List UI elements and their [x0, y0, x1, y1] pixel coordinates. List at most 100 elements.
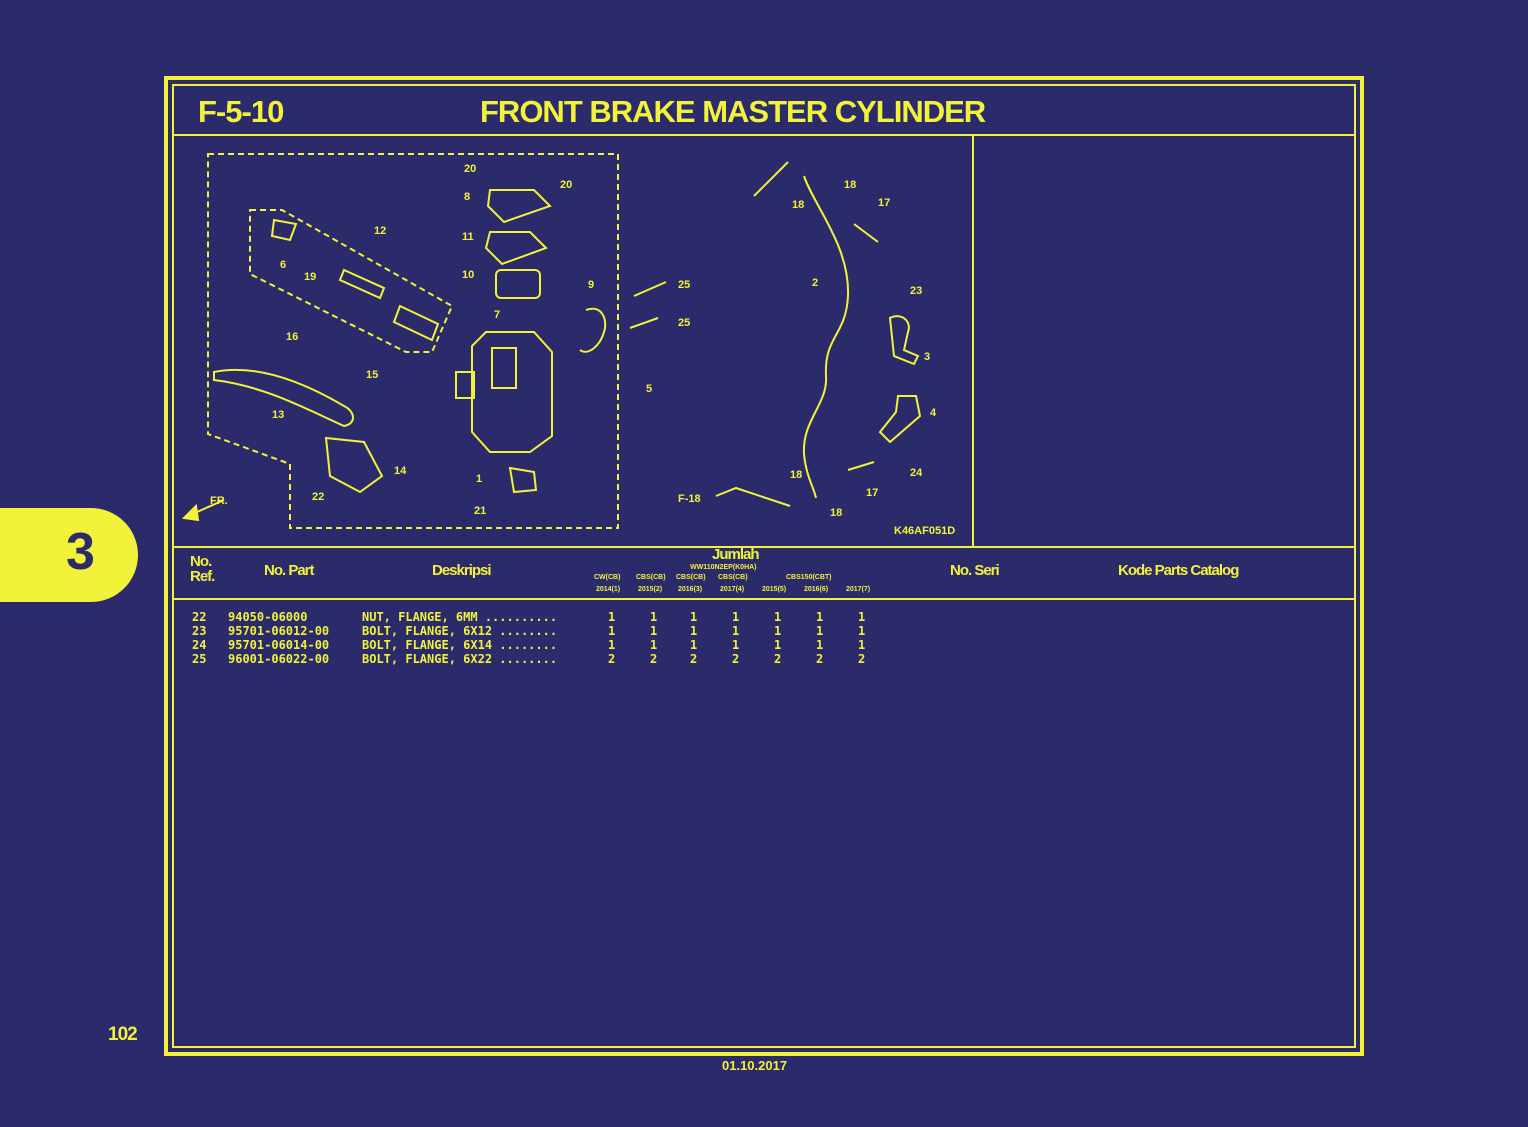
publication-date: 01.10.2017: [722, 1058, 788, 1073]
row-part: 95701-06012-00: [228, 624, 330, 638]
row-qty: 1: [690, 610, 698, 624]
row-qty: 1: [690, 624, 698, 638]
brake-hose: [802, 175, 850, 499]
section-code: F-5-10: [198, 94, 284, 129]
callout-25b: 25: [678, 317, 690, 329]
row-part: 96001-06022-00: [228, 652, 330, 666]
row-qty: 1: [858, 638, 866, 652]
table-row: 22 94050-06000 NUT, FLANGE, 6MM ........…: [174, 610, 1354, 624]
col-desc: Deskripsi: [432, 562, 492, 579]
title-row: F-5-10 FRONT BRAKE MASTER CYLINDER: [174, 86, 1354, 136]
qty-sub-1: CBS(CB): [636, 574, 666, 581]
reservoir-cap: [486, 189, 552, 224]
table-header: No. Ref. No. Part Deskripsi Jumlah WW110…: [174, 546, 1354, 600]
callout-11: 11: [462, 231, 474, 243]
lever-parts-box: [249, 209, 454, 353]
table-row: 24 95701-06014-00 BOLT, FLANGE, 6X14 ...…: [174, 638, 1354, 652]
row-desc: BOLT, FLANGE, 6X22 ........: [362, 652, 558, 666]
row-qty: 1: [816, 638, 824, 652]
mount-ear: [455, 371, 475, 399]
callout-18a: 18: [844, 179, 856, 191]
qty-year-4: 2015(5): [762, 586, 787, 593]
table-row: 23 95701-06012-00 BOLT, FLANGE, 6X12 ...…: [174, 624, 1354, 638]
row-qty: 2: [774, 652, 782, 666]
callout-21: 21: [474, 505, 486, 517]
callout-16: 16: [286, 331, 298, 343]
row-qty: 1: [690, 638, 698, 652]
callout-18c: 18: [790, 469, 802, 481]
row-ref: 23: [192, 624, 207, 638]
col-kode: Kode Parts Catalog: [1118, 562, 1239, 579]
row-qty: 1: [650, 610, 658, 624]
row-desc: NUT, FLANGE, 6MM ..........: [362, 610, 558, 624]
row-qty: 1: [774, 624, 782, 638]
piston: [338, 268, 386, 300]
callout-22: 22: [312, 491, 324, 503]
exploded-diagram: 20 8 20 11 10 7 12 6 19 9 25 25 16 15 5 …: [174, 136, 974, 546]
bolt-25a: [633, 281, 667, 297]
callout-10: 10: [462, 269, 474, 281]
row-qty: 1: [650, 624, 658, 638]
row-qty: 2: [690, 652, 698, 666]
callout-4: 4: [930, 407, 937, 419]
switch: [508, 466, 538, 494]
row-qty: 1: [732, 638, 740, 652]
row-qty: 1: [608, 638, 616, 652]
callout-17a: 17: [878, 197, 890, 209]
catalog-frame-inner: F-5-10 FRONT BRAKE MASTER CYLINDER: [172, 84, 1356, 1048]
row-qty: 1: [858, 624, 866, 638]
callout-18d: 18: [830, 507, 842, 519]
row-qty: 1: [608, 624, 616, 638]
row-qty: 2: [858, 652, 866, 666]
row-qty: 1: [650, 638, 658, 652]
hose-leader-bottom: [715, 486, 791, 507]
qty-sub-3: CBS(CB): [718, 574, 748, 581]
row-desc: BOLT, FLANGE, 6X12 ........: [362, 624, 558, 638]
row-qty: 1: [774, 610, 782, 624]
callout-19: 19: [304, 271, 316, 283]
diaphragm-plate: [484, 231, 548, 266]
table-row: 25 96001-06022-00 BOLT, FLANGE, 6X22 ...…: [174, 652, 1354, 666]
hose-clamp-3: [888, 315, 920, 366]
callout-20a: 20: [464, 163, 476, 175]
qty-year-3: 2017(4): [720, 586, 745, 593]
page-number: 102: [108, 1024, 138, 1045]
callout-3: 3: [924, 351, 930, 363]
row-qty: 1: [732, 624, 740, 638]
col-seri: No. Seri: [950, 562, 1000, 579]
row-ref: 25: [192, 652, 207, 666]
brake-lever: [213, 368, 354, 428]
callout-13: 13: [272, 409, 284, 421]
master-cylinder-body: [471, 331, 553, 453]
diagram-drawing: 20 8 20 11 10 7 12 6 19 9 25 25 16 15 5 …: [181, 153, 955, 537]
qty-year-1: 2015(2): [638, 586, 663, 593]
spring: [392, 304, 440, 342]
row-part: 94050-06000: [228, 610, 308, 624]
callout-18b: 18: [792, 199, 804, 211]
front-arrow-head: [181, 503, 200, 522]
section-tab-number: 3: [66, 523, 95, 581]
row-qty: 2: [732, 652, 740, 666]
qty-sub-0: CW(CB): [594, 574, 621, 581]
callout-20b: 20: [560, 179, 572, 191]
col-qty-model: WW110N2EP(K0HA): [690, 564, 757, 571]
qty-year-2: 2016(3): [678, 586, 703, 593]
qty-sub-2: CBS(CB): [676, 574, 706, 581]
callout-25a: 25: [678, 279, 690, 291]
callout-5: 5: [646, 383, 652, 395]
row-qty: 1: [732, 610, 740, 624]
row-qty: 2: [650, 652, 658, 666]
bolt-25b: [629, 317, 659, 329]
callout-9: 9: [588, 279, 594, 291]
qty-year-6: 2017(7): [846, 586, 871, 593]
row-qty: 2: [608, 652, 616, 666]
page-title: FRONT BRAKE MASTER CYLINDER: [480, 94, 986, 129]
bolt-17b: [847, 461, 875, 471]
callout-24: 24: [910, 467, 923, 479]
row-qty: 1: [608, 610, 616, 624]
callout-12: 12: [374, 225, 386, 237]
cylinder-window: [491, 347, 517, 389]
assembly-boundary: [207, 153, 619, 529]
row-desc: BOLT, FLANGE, 6X14 ........: [362, 638, 558, 652]
row-ref: 22: [192, 610, 207, 624]
